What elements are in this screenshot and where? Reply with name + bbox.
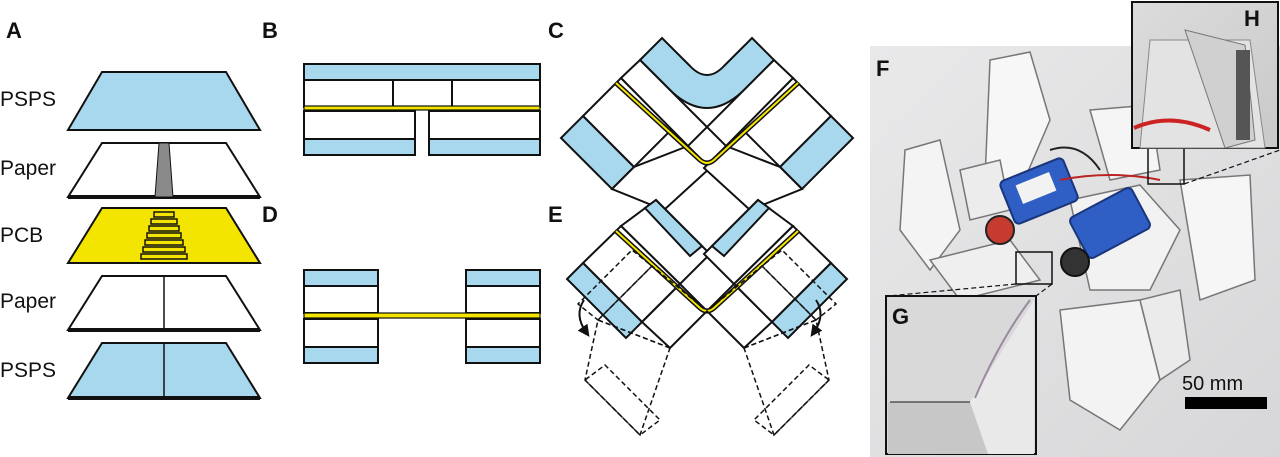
c-left-arm <box>559 58 712 212</box>
b-paper-bottom-right <box>428 110 541 140</box>
d-psps-bottom-right <box>465 346 541 364</box>
motor-right <box>1060 247 1090 277</box>
d-paper-top-right <box>465 285 541 314</box>
panel-f-letter: F <box>876 56 889 81</box>
layer-label-pcb: PCB <box>0 224 43 247</box>
paper-hinge-cut <box>154 142 174 198</box>
layer-label-paper-bottom: Paper <box>0 290 56 313</box>
layer-paper-bottom <box>66 275 262 332</box>
layer-paper-top <box>66 142 262 199</box>
panel-h: H <box>1131 1 1279 149</box>
layer-psps-bottom <box>66 342 262 400</box>
battery-right <box>1069 187 1151 259</box>
zoom-box-g <box>1015 251 1053 285</box>
panel-a-letter: A <box>6 18 22 43</box>
b-psps-bottom-left <box>303 138 416 156</box>
scale-bar <box>1185 397 1267 409</box>
d-psps-top-right <box>465 269 541 287</box>
panel-d-letter: D <box>262 202 278 227</box>
panel-c: C <box>548 18 855 212</box>
d-paper-bottom-left <box>303 318 379 348</box>
e-rotate-right-arrow <box>810 299 823 337</box>
d-pcb-strip <box>303 312 541 319</box>
d-paper-top-left <box>303 285 379 314</box>
c-right-arm <box>702 58 855 212</box>
panel-a: A PSPS Paper PCB Paper PSPS <box>0 18 262 400</box>
e-rotate-left-arrow <box>577 299 590 337</box>
layer-label-psps-bottom: PSPS <box>0 359 56 382</box>
battery-left <box>999 157 1079 225</box>
d-psps-bottom-left <box>303 346 379 364</box>
panel-g: G <box>885 295 1037 455</box>
layer-pcb <box>66 207 262 264</box>
b-pcb <box>303 105 541 111</box>
panel-g-letter: G <box>892 304 909 329</box>
layer-psps-top <box>66 71 262 131</box>
b-psps-top <box>303 63 541 81</box>
d-psps-top-left <box>303 269 379 287</box>
panel-e-letter: E <box>548 202 563 227</box>
e-dashed-outlines <box>576 248 838 437</box>
panel-b-letter: B <box>262 18 278 43</box>
panel-b: B <box>262 18 541 156</box>
b-paper-top <box>303 79 541 108</box>
pcb-traces <box>140 211 188 260</box>
motor-left <box>985 215 1015 245</box>
b-psps-bottom-right <box>428 138 541 156</box>
layer-label-psps-top: PSPS <box>0 88 56 111</box>
e-right-arm <box>702 198 849 350</box>
scale-bar-label: 50 mm <box>1182 373 1243 395</box>
panel-d: D <box>262 202 541 364</box>
panel-h-letter: H <box>1244 6 1260 31</box>
b-paper-bottom-left <box>303 110 416 140</box>
layer-label-paper-top: Paper <box>0 157 56 180</box>
e-left-arm <box>565 198 712 350</box>
panel-c-letter: C <box>548 18 564 43</box>
d-paper-bottom-right <box>465 318 541 348</box>
panel-e: E <box>548 198 849 437</box>
